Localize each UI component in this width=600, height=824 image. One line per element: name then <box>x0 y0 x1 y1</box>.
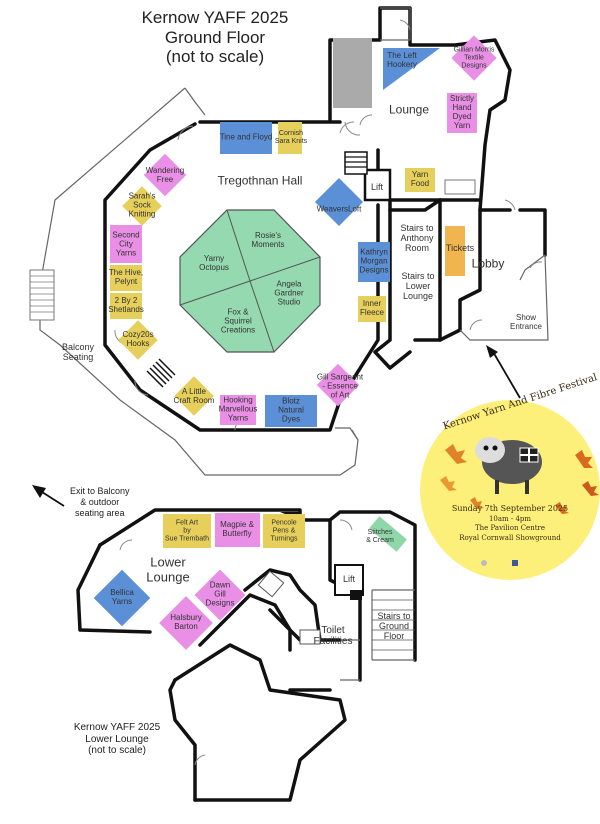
stall-second-city-yarns <box>110 225 142 263</box>
stall-label-dawn-gill: Dawn Gill Designs <box>205 580 235 608</box>
badge-details: Sunday 7th September 2025 10am - 4pm The… <box>440 504 580 543</box>
stall-label-gill-sargeant: Gill Sargeant - Essence of Art <box>316 372 364 400</box>
stall-label-strictly: Strictly Hand Dyed Yarn <box>450 94 474 130</box>
stall-label-yarny-octopus: Yarny Octopus <box>199 254 229 272</box>
lounge-stairs <box>344 151 368 175</box>
stall-strictly-hand-dyed-yarn <box>447 93 477 133</box>
stall-label-pencole: Pencole Pens & Turnings <box>270 519 298 542</box>
badge-venue-2: Royal Cornwall Showground <box>459 533 561 542</box>
stall-label-hive: The Hive, Pelynt <box>108 268 144 286</box>
show-entrance: Show Entrance <box>509 313 543 331</box>
stall-label-fox-squirrel: Fox & Squirrel Creations <box>220 307 256 335</box>
stall-felt-art <box>163 514 211 548</box>
stall-blotz-natural-dyes <box>265 395 317 427</box>
stall-stitches-cream <box>369 516 407 552</box>
stall-hooking-marvellous-yarns <box>220 395 256 425</box>
stall-the-hive-pelynt <box>110 265 142 291</box>
room-balcony-seating: Balcony Seating <box>61 341 95 362</box>
badge-venue-1: The Pavilion Centre <box>474 524 546 533</box>
stall-tickets <box>445 226 465 276</box>
stall-label-tine-floyd: Tine and Floyd <box>219 132 273 142</box>
stall-label-stitches: Stitches & Cream <box>366 529 394 544</box>
exit-arrow-icon <box>32 485 65 507</box>
stall-yarn-food <box>405 168 435 192</box>
balcony-steps <box>29 269 55 321</box>
room-lounge: Lounge <box>388 102 430 117</box>
stall-label-left-hookery: The Left Hookery <box>387 51 417 69</box>
stall-label-kathryn: Kathryn Morgan Designs <box>359 247 389 275</box>
arrow-to-entrance-icon <box>486 345 521 399</box>
stall-tine-floyd <box>220 122 272 154</box>
stall-wandering-free <box>143 153 187 197</box>
stall-a-little-craft-room <box>174 376 214 416</box>
exit-to-balcony-note: Exit to Balcony & outdoor seating area <box>70 486 130 518</box>
stall-label-2-by-2: 2 By 2 Shetlands <box>108 296 144 314</box>
stall-dawn-gill-designs <box>194 569 246 621</box>
lift-upper-box <box>363 168 392 202</box>
stall-kathryn-morgan-designs <box>358 242 390 282</box>
stall-pencole-pens <box>263 514 305 548</box>
stall-gill-sargeant <box>316 363 360 407</box>
room-lower-lounge: Lower Lounge <box>146 554 190 584</box>
room-tregothnan-hall: Tregothnan Hall <box>217 173 303 188</box>
room-lift-lower: Lift <box>342 573 356 584</box>
room-lobby: Lobby <box>471 256 505 271</box>
stall-label-little-craft: A Little Craft Room <box>173 387 215 405</box>
stairs-to-anthony-room: Stairs to Anthony Room <box>400 222 434 254</box>
stall-label-cozy20s: Cozy20s Hooks <box>122 330 154 348</box>
ground-title-line3: (not to scale) <box>165 47 265 67</box>
tickets-label: Tickets <box>445 242 475 253</box>
badge-time: 10am - 4pm <box>488 514 532 523</box>
stall-inner-fleece <box>358 296 386 322</box>
lounge-bar <box>333 38 372 108</box>
stall-label-second-city: Second City Yarns <box>112 230 140 258</box>
stall-label-halsbury: Halsbury Barton <box>170 613 202 631</box>
festival-badge <box>420 400 600 580</box>
stall-label-yarn-food: Yarn Food <box>410 170 430 188</box>
stall-label-blotz: Blotz Natural Dyes <box>278 396 304 424</box>
stall-label-inner-fleece: Inner Fleece <box>359 299 385 317</box>
ground-title-line2: Ground Floor <box>164 27 266 47</box>
stairs-to-lower-lounge: Stairs to Lower Lounge <box>401 270 435 302</box>
stall-label-weavers-loft: WeaversLoft <box>316 204 362 214</box>
stairs-to-ground-floor: Stairs to Ground Floor <box>377 610 411 642</box>
stall-label-felt-art: Felt Art by Sue Trembath <box>165 519 209 542</box>
stall-label-wandering-free: Wandering Free <box>145 166 185 184</box>
stall-label-cornish: Cornish Sara Knits <box>274 130 308 145</box>
room-lift-upper: Lift <box>370 181 384 192</box>
lower-title-line1: Kernow YAFF 2025 <box>73 722 161 733</box>
stall-weavers-loft <box>314 177 364 227</box>
room-toilet-facilities: Toilet Facilities <box>313 624 353 647</box>
stall-sarahs-sock-knitting <box>122 186 162 226</box>
stall-2-by-2-shetlands <box>110 293 142 319</box>
ground-floor-title: Kernow YAFF 2025 Ground Floor (not to sc… <box>130 8 300 67</box>
badge-date: Sunday 7th September 2025 <box>451 504 569 513</box>
stall-label-angela-gardner: Angela Gardner Studio <box>274 279 304 307</box>
stall-label-gillian-morris: Gillian Morris Textile Designs <box>453 46 495 69</box>
lower-title-line2: Lower Lounge <box>85 733 149 745</box>
hall-steps <box>146 358 176 388</box>
lower-title-line3: (not to scale) <box>88 745 146 756</box>
stall-label-magpie: Magpie & Butterfly <box>220 520 254 538</box>
central-stand <box>179 209 321 353</box>
stall-label-rosies-moments: Rosie's Moments <box>251 231 285 249</box>
stall-magpie-butterfly <box>215 513 260 547</box>
ground-title-line1: Kernow YAFF 2025 <box>141 8 289 27</box>
lower-lounge-title: Kernow YAFF 2025 Lower Lounge (not to sc… <box>62 722 172 757</box>
stall-cornish-sara-knits <box>278 122 302 154</box>
stall-label-sarahs: Sarah's Sock Knitting <box>128 191 156 219</box>
stall-the-left-hookery <box>383 48 440 90</box>
stall-label-hooking: Hooking Marvellous Yarns <box>218 395 258 423</box>
stall-label-bellica: Bellica Yarns <box>110 588 134 606</box>
